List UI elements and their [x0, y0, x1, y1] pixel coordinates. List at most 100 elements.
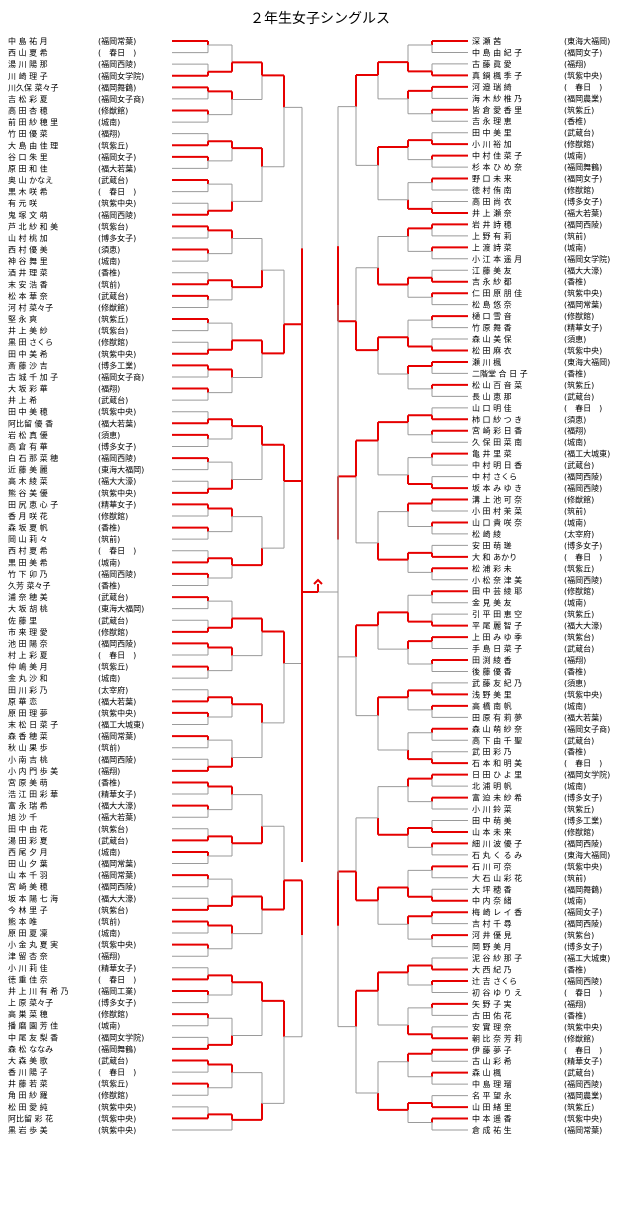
player-school: (城南)	[564, 781, 586, 791]
player-name: 長 山 恵 那	[472, 391, 512, 401]
player-name: 大 坂 胡 桃	[8, 604, 48, 614]
player-school: (福翔)	[564, 999, 586, 1009]
player-school: (筑紫丘)	[564, 1102, 594, 1112]
player-school: (筑紫台)	[98, 221, 128, 231]
player-name: 神 谷 舞 里	[8, 256, 48, 266]
player-name: 瀬 川 楓	[472, 357, 501, 367]
player-school: (筑紫中央)	[98, 488, 136, 498]
player-name: 井 上 美 紗	[8, 326, 48, 336]
player-name: 古 山 彩 希	[472, 1056, 512, 1066]
player-school: (博多女子)	[98, 998, 136, 1008]
player-school: (精華女子)	[98, 499, 136, 509]
player-name: 森 山 楓	[472, 1068, 501, 1078]
player-name: 奥 山 かなえ	[8, 175, 53, 185]
player-school: (筑紫台)	[564, 632, 594, 642]
player-name: 小 田 村 茉 菜	[472, 506, 522, 516]
player-name: 森 坂 夏 帆	[8, 523, 48, 533]
player-school: (博多女子)	[98, 441, 136, 451]
player-school: (福岡西陵)	[98, 755, 136, 764]
player-school: (修猷館)	[564, 311, 594, 321]
player-school: (筑紫中央)	[98, 940, 136, 950]
player-name: 川 崎 理 子	[8, 71, 48, 81]
player-name: 岩 井 詩 穂	[472, 219, 512, 229]
player-name: 黒 田 さくら	[8, 338, 53, 347]
player-name: 大 坂 彩 華	[8, 384, 48, 394]
player-school: (東海大福岡)	[98, 604, 144, 614]
player-school: (福岡常葉)	[98, 859, 136, 869]
player-name: 中 島 理 瑠	[472, 1079, 512, 1089]
player-name: 伊 藤 夢 子	[472, 1045, 512, 1055]
player-school: (福翔)	[564, 59, 586, 69]
player-name: 高 巣 菜 穂	[8, 1009, 48, 1019]
player-school: (筑前)	[98, 534, 120, 544]
player-name: 中 尾 友 梨 香	[8, 1032, 58, 1042]
player-name: 田 中 由 花	[8, 824, 48, 834]
player-school: (筑紫台)	[98, 326, 128, 336]
player-school: (福岡女学院)	[98, 1032, 144, 1042]
player-school: ( 春日 )	[98, 48, 136, 58]
player-school: (福工大城東)	[564, 449, 610, 459]
player-school: (筑前)	[564, 231, 586, 241]
player-name: 樋 口 雪 音	[472, 311, 512, 321]
player-school: ( 春日 )	[564, 403, 602, 413]
player-school: (福翔)	[564, 426, 586, 436]
player-name: 仲 嶋 美 月	[8, 662, 48, 672]
player-name: 田 中 萌 美	[472, 815, 512, 825]
player-school: (福岡女学院)	[564, 770, 610, 780]
player-name: 武 田 彩 乃	[472, 747, 512, 757]
player-name: 名 平 望 永	[472, 1091, 512, 1101]
player-name: 田 川 彩 乃	[8, 685, 48, 695]
player-school: (筑紫台)	[98, 824, 128, 834]
player-name: 松 本 華 奈	[8, 291, 48, 301]
player-school: (修猷館)	[98, 302, 128, 312]
player-name: 井 上 希	[8, 395, 37, 405]
player-school: (筑紫中央)	[564, 70, 602, 80]
player-name: 武 藤 友 紀 乃	[472, 678, 522, 688]
player-name: 大 島 由 佳 理	[8, 140, 58, 150]
player-school: (福岡常葉)	[564, 1125, 602, 1135]
player-school: (筑紫中央)	[98, 198, 136, 208]
player-school: (修猷館)	[98, 1009, 128, 1019]
player-name: 仁 田 原 朋 佳	[472, 288, 522, 298]
player-name: 杉 本 ひ め 奈	[472, 162, 522, 172]
player-school: (筑紫丘)	[98, 662, 128, 672]
player-school: (武蔵台)	[98, 175, 128, 185]
player-school: (須恵)	[564, 334, 586, 344]
player-name: 森 香 穂 菜	[8, 731, 48, 741]
player-name: 石 川 可 奈	[472, 861, 512, 871]
player-name: 手 島 日 菜 子	[472, 644, 522, 654]
player-name: 倉 成 祐 生	[472, 1125, 512, 1135]
player-school: (東海大福岡)	[98, 465, 144, 475]
player-school: (城南)	[98, 673, 120, 683]
player-name: 中 内 奈 緒	[472, 896, 512, 906]
player-name: 河 井 優 見	[472, 930, 512, 940]
player-school: (福岡西陵)	[98, 570, 136, 579]
player-school: (太宰府)	[98, 685, 128, 695]
player-name: 斎 藤 沙 吉	[8, 360, 48, 370]
player-school: (修猷館)	[98, 627, 128, 637]
player-school: (修猷館)	[564, 1033, 594, 1043]
player-name: 播 磨 園 芳 佳	[8, 1021, 58, 1031]
player-name: 宮 崎 彩 日 香	[472, 426, 522, 436]
player-school: (福岡常葉)	[98, 36, 136, 46]
player-name: 田 中 美 里	[472, 128, 512, 138]
player-name: 西 村 夏 希	[8, 546, 48, 556]
player-name: 西 山 夏 希	[8, 48, 48, 58]
player-school: (筑紫中央)	[564, 861, 602, 871]
player-school: (武蔵台)	[564, 644, 594, 654]
player-school: (修猷館)	[98, 337, 128, 347]
player-name: 田 尻 恵 心 子	[8, 499, 58, 509]
player-school: (博多女子)	[564, 196, 602, 206]
player-name: 久芳 菜々子	[8, 581, 51, 591]
player-name: 河 村 菜々子	[8, 302, 53, 312]
player-name: 谷 口 朱 里	[8, 152, 48, 162]
player-name: 鬼 塚 文 萌	[8, 210, 48, 220]
player-name: 山 本 千 羽	[8, 870, 48, 880]
player-name: 森 山 萌 紗 奈	[472, 724, 522, 734]
player-name: 田 山 夕 葉	[8, 859, 48, 869]
player-name: 宮 原 美 萌	[8, 777, 48, 787]
player-school: ( 春日 )	[98, 187, 136, 197]
player-school: (筑前)	[98, 279, 120, 289]
player-name: 市 来 理 愛	[8, 627, 48, 637]
